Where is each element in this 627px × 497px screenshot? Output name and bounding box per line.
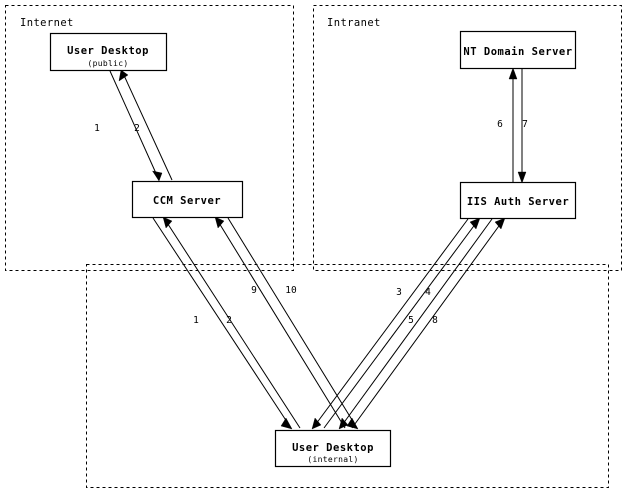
flow-iis-nt: 6 7 [497,67,528,184]
zone-intranet-label: Intranet [327,17,381,29]
flow-line-1-public-to-ccm [109,70,160,181]
flow-line-10-ccm-to-internal [227,217,358,429]
flow-ccm-internal-910: 9 10 [214,216,359,430]
arrow-head-1-internal [280,417,293,430]
flow-line-2-ccm-to-public [121,70,173,181]
step-label-2-internal: 2 [226,315,232,326]
step-label-8: 8 [432,315,438,326]
zone-internet-boundary [5,5,294,271]
step-label-5: 5 [408,315,414,326]
flow-line-1-ccm-to-internal [152,217,292,429]
node-ccm-server-label: CCM Server [153,195,221,207]
node-user-desktop-public-box[interactable] [49,32,168,72]
arrow-head-8-iis [494,217,506,230]
step-label-1-internal: 1 [193,315,199,326]
zone-internet-label: Internet [20,17,74,29]
step-label-3: 3 [396,287,402,298]
node-user-desktop-internal[interactable]: User Desktop (internal) [274,429,392,468]
zone-intranet-boundary [313,5,622,271]
node-iis-auth-server-label: IIS Auth Server [467,196,569,208]
flow-public-ccm: 1 2 [94,69,173,182]
arrow-head-7-iis [517,171,527,184]
node-user-desktop-public[interactable]: User Desktop (public) [49,32,168,72]
node-iis-auth-server[interactable]: IIS Auth Server [459,181,577,220]
flow-ccm-internal-12: 1 2 [152,216,301,430]
flow-line-3-iis-to-internal [312,218,469,429]
arrow-head-4-iis [469,217,481,230]
flow-line-5-iis-to-internal [339,218,493,429]
node-nt-domain-server-box[interactable] [459,30,577,70]
step-label-1-public: 1 [94,123,100,134]
arrow-head-6-nt [508,67,518,80]
node-ccm-server[interactable]: CCM Server [131,180,244,219]
step-label-4: 4 [425,287,431,298]
arrow-head-2-ccm [162,216,173,229]
step-label-6: 6 [497,119,503,130]
node-nt-domain-server[interactable]: NT Domain Server [459,30,577,70]
flow-line-2-internal-to-ccm [163,217,301,429]
node-user-desktop-internal-sublabel: (internal) [307,455,358,464]
zone-intranet-group: Intranet [313,5,622,271]
arrow-head-9-ccm [214,216,225,229]
arrow-head-5-internal [338,417,349,430]
node-user-desktop-internal-box[interactable] [274,429,392,468]
arrow-head-3-internal [311,417,322,430]
node-user-desktop-public-label: User Desktop [67,45,149,57]
flow-line-4-internal-to-iis [323,218,480,429]
node-user-desktop-internal-label: User Desktop [292,442,374,454]
zone-internet-group: Internet [5,5,294,271]
step-label-9: 9 [251,285,257,296]
step-label-7: 7 [522,119,528,130]
zone-internal-group [86,264,609,488]
flow-line-8-internal-to-iis [351,218,505,429]
arrow-head-2-public [118,69,129,82]
step-label-2-public: 2 [134,123,140,134]
step-label-10: 10 [285,285,297,296]
node-nt-domain-server-label: NT Domain Server [463,46,572,58]
zone-internal-boundary [86,264,609,488]
flow-iis-internal-34: 3 4 [311,217,481,430]
node-iis-auth-server-box[interactable] [459,181,577,220]
node-user-desktop-public-sublabel: (public) [88,59,129,68]
arrow-head-1-ccm [152,170,163,182]
flow-iis-internal-58: 5 8 [338,217,506,430]
node-ccm-server-box[interactable] [131,180,244,219]
flow-line-9-internal-to-ccm [215,217,346,429]
